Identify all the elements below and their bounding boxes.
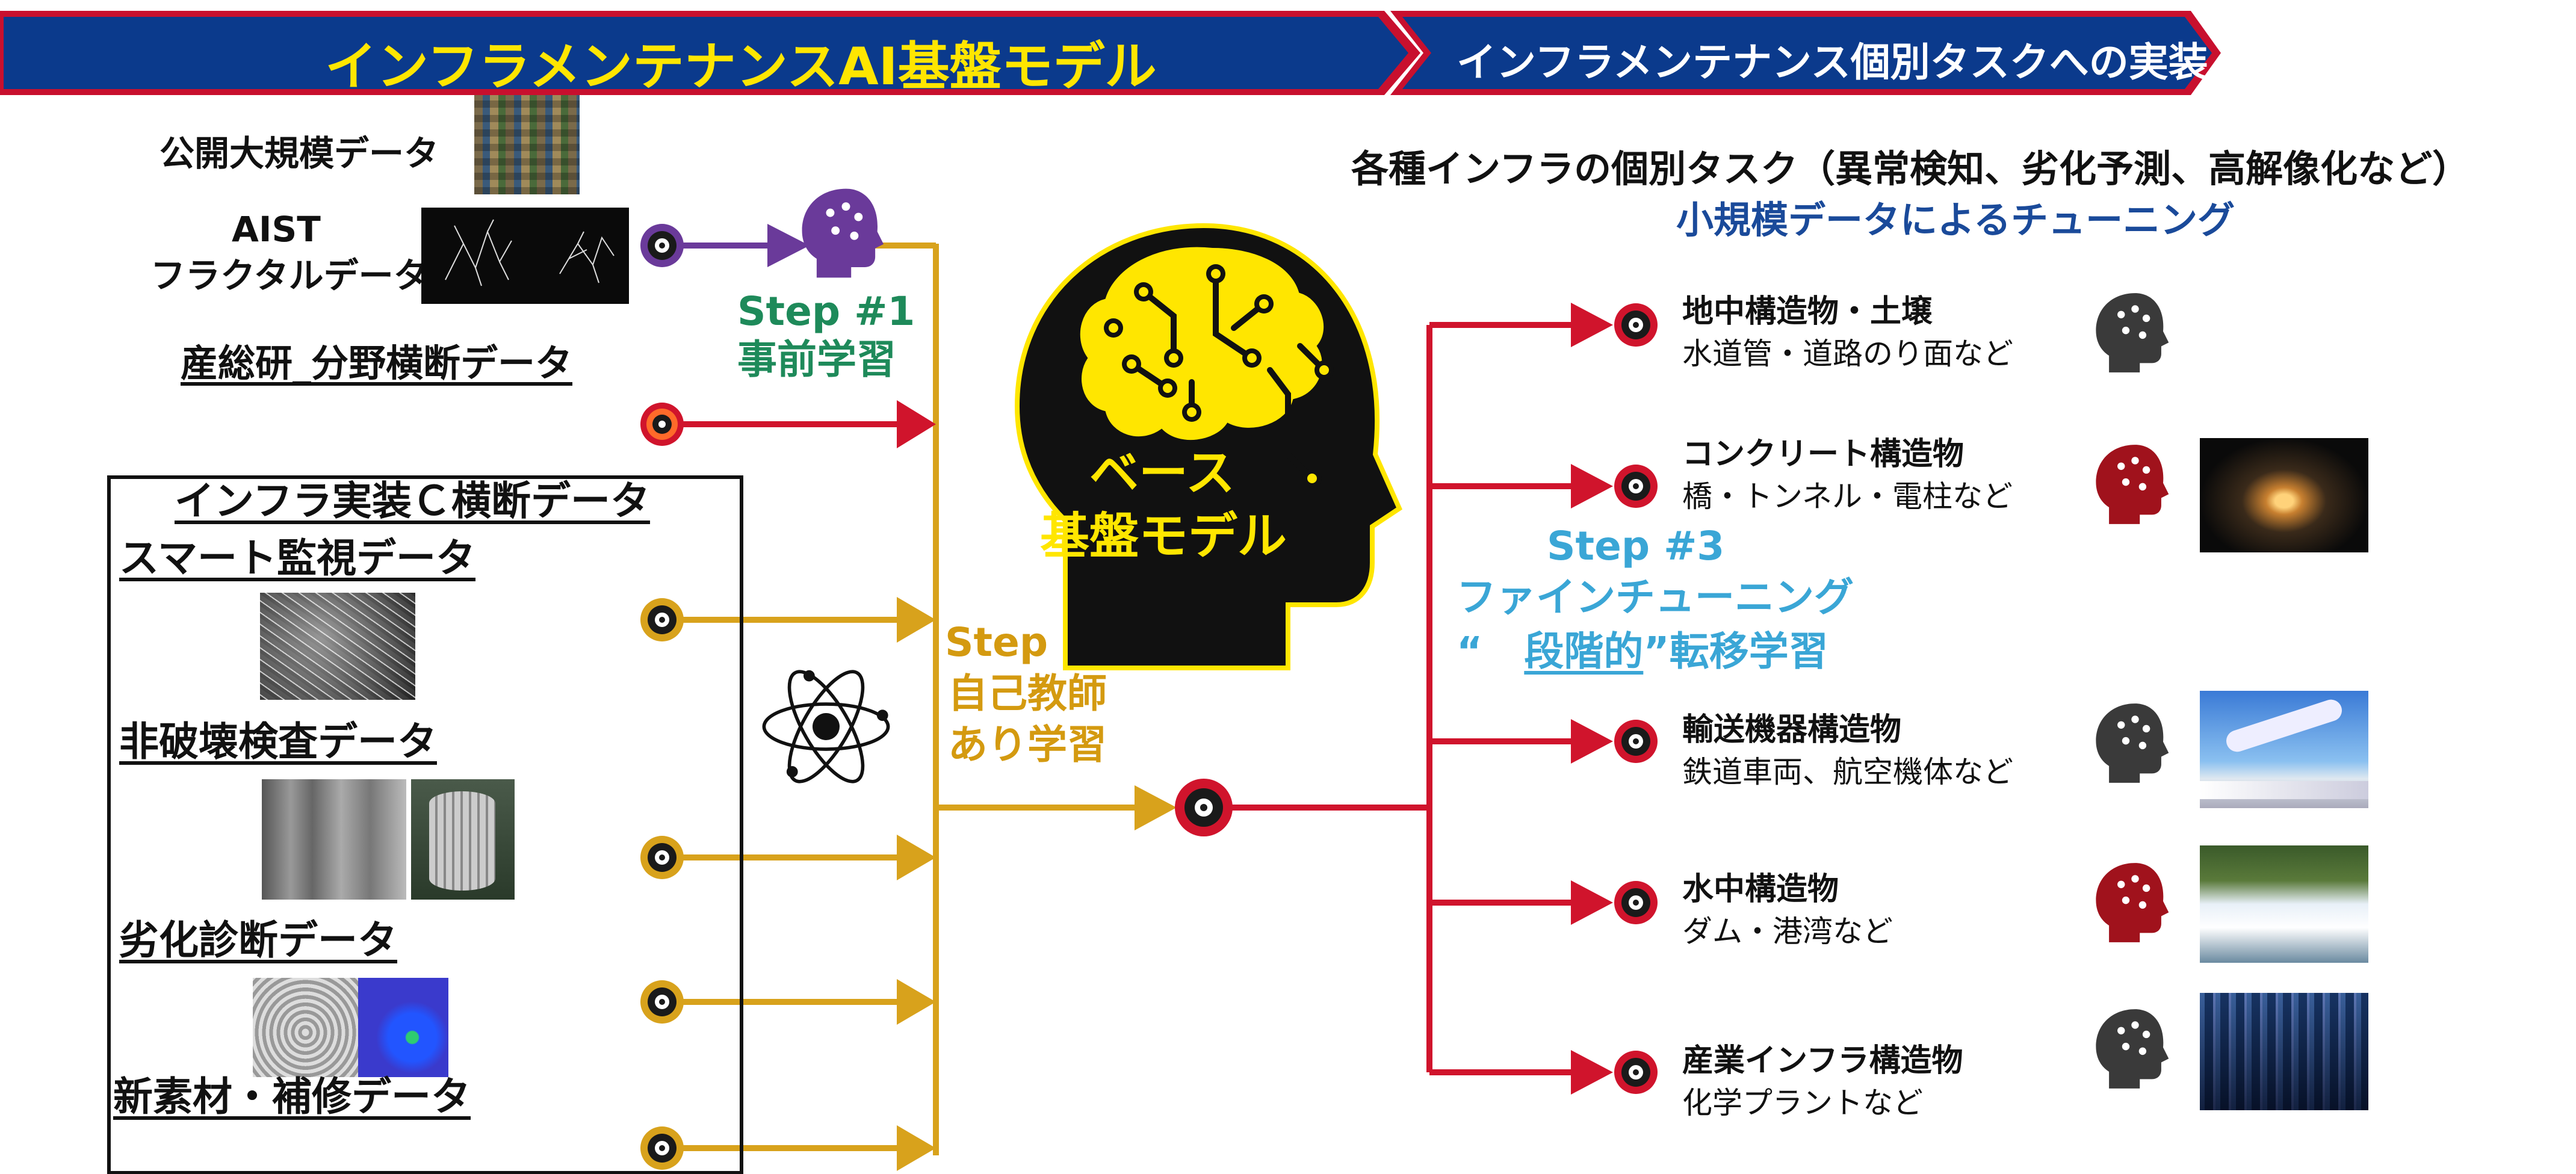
step3-desc-rest: 転移学習	[1669, 628, 1828, 675]
infra-item-ndt: 非破壊検査データ	[119, 718, 437, 765]
node-infra-4	[640, 1126, 684, 1170]
task-1-title: 地中構造物・土壌	[1682, 294, 1933, 330]
infra-arrowhead-3	[897, 979, 936, 1025]
chemical-plant-photo	[2200, 993, 2368, 1110]
public-data-label: 公開大規模データ	[159, 133, 439, 174]
branch-arrowhead-2	[1571, 464, 1613, 508]
node-infra-2	[640, 836, 684, 879]
base-model-head-icon	[1014, 223, 1403, 670]
node-task-2	[1614, 465, 1658, 508]
aist-label-line2: フラクタルデータ	[150, 255, 429, 296]
node-hub	[1175, 779, 1233, 836]
task-4-title: 水中構造物	[1682, 871, 1839, 907]
node-infra-1	[640, 598, 684, 641]
infra-item-deterioration: 劣化診断データ	[119, 917, 397, 963]
smart-monitoring-image	[260, 593, 415, 700]
task-5-sub: 化学プラントなど	[1682, 1086, 1923, 1120]
infra-arrowhead-2	[897, 835, 936, 880]
step3-quote-close: ”	[1643, 628, 1670, 675]
infra-data-box	[107, 475, 743, 1174]
infra-item-materials: 新素材・補修データ	[113, 1074, 471, 1120]
aist-arrowhead	[767, 224, 810, 267]
node-task-5	[1614, 1051, 1658, 1094]
header-banner	[0, 11, 2221, 95]
ndt-cylinder-image	[411, 779, 515, 900]
branch-arrowhead-3	[1571, 719, 1613, 764]
task-5-brain-icon	[2096, 1009, 2169, 1089]
deterioration-image-2	[358, 978, 448, 1077]
task-2-title: コンクリート構造物	[1682, 436, 1965, 472]
branch-arrowhead-4	[1571, 880, 1613, 925]
step2-desc-line2: あり学習	[948, 721, 1107, 768]
base-model-line2: 基盤モデル	[1040, 508, 1287, 565]
branch-arrowhead-1	[1571, 303, 1613, 347]
crossfield-arrowhead	[897, 400, 936, 448]
task-1-brain-icon	[2096, 293, 2169, 372]
node-task-3	[1614, 720, 1658, 763]
node-aist	[640, 224, 684, 267]
banner-left-title: インフラメンテナンスAI基盤モデル	[325, 37, 1157, 97]
public-data-mosaic-image	[474, 95, 580, 194]
step3-key-term: 段階的	[1524, 628, 1644, 675]
infra-arrowhead-1	[897, 597, 936, 643]
banner-right-title: インフラメンテナンス個別タスクへの実装	[1457, 39, 2208, 85]
infra-arrowhead-4	[897, 1125, 936, 1171]
node-crossfield	[640, 403, 684, 446]
task-2-brain-icon	[2096, 445, 2169, 524]
atom-icon	[762, 670, 890, 783]
task-2-sub: 橋・トンネル・電柱など	[1682, 479, 2013, 514]
deterioration-image-1	[253, 978, 358, 1077]
step2-desc-line1: 自己教師	[948, 670, 1107, 717]
step3-desc-line1: ファインチューニング	[1457, 574, 1854, 620]
ndt-xray-image	[262, 779, 406, 900]
node-task-1	[1614, 303, 1658, 347]
task-4-brain-icon	[2096, 863, 2169, 942]
step3-quote-open: “	[1457, 628, 1483, 675]
aircraft-train-photo	[2200, 691, 2368, 808]
task-5-title: 産業インフラ構造物	[1682, 1043, 1963, 1079]
hub-arrowhead	[1135, 785, 1177, 830]
task-3-sub: 鉄道車両、航空機体など	[1682, 755, 2013, 789]
step1-label: Step #1	[737, 288, 915, 335]
banner-left-fill	[4, 17, 1408, 89]
step1-desc: 事前学習	[737, 336, 896, 383]
aist-label-line1: AIST	[232, 209, 321, 250]
tunnel-photo	[2200, 438, 2368, 552]
banner-right-fill	[1402, 17, 2212, 89]
node-infra-3	[640, 980, 684, 1024]
branch-arrowhead-5	[1571, 1050, 1613, 1095]
tasks-header-line1: 各種インフラの個別タスク（異常検知、劣化予測、高解像化など）	[1351, 147, 2470, 191]
task-1-sub: 水道管・道路のり面など	[1682, 336, 2013, 371]
crossfield-label: 産総研_分野横断データ	[181, 341, 573, 385]
step1-brain-icon	[802, 188, 884, 278]
task-4-sub: ダム・港湾など	[1682, 914, 1893, 949]
infra-box-title: インフラ実装Ｃ横断データ	[175, 478, 651, 524]
task-3-brain-icon	[2096, 703, 2169, 783]
node-task-4	[1614, 881, 1658, 924]
step3-label: Step #3	[1547, 523, 1725, 569]
dam-waterfall-photo	[2200, 845, 2368, 963]
fractal-image	[421, 208, 629, 304]
task-3-title: 輸送機器構造物	[1682, 712, 1902, 748]
base-model-line1: ベース	[1089, 445, 1235, 502]
step3-desc-line2: “ 段階的”転移学習	[1457, 629, 1828, 675]
tasks-header-line2: 小規模データによるチューニング	[1676, 198, 2235, 242]
infra-item-smart-monitoring: スマート監視データ	[119, 535, 476, 581]
